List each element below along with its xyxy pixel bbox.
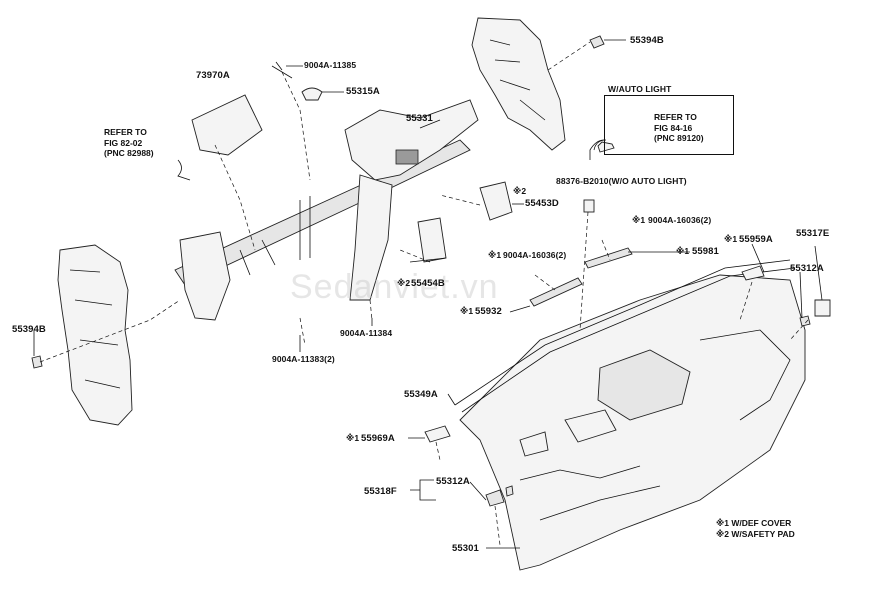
part-label-55969a: 55969A xyxy=(361,433,395,444)
part-label-55981: 55981 xyxy=(692,246,719,257)
mark-1-16036-left: ※1 xyxy=(488,250,502,260)
refer-fig-84-16: REFER TO FIG 84-16 (PNC 89120) xyxy=(654,112,704,143)
footnote-def-cover: ※1 W/DEF COVER xyxy=(716,518,792,528)
part-label-9004a-11385: 9004A-11385 xyxy=(304,60,357,70)
mark-1-55981: ※1 xyxy=(676,246,690,256)
part-label-9004a-16036-right: 9004A-16036(2) xyxy=(648,215,712,225)
part-label-55454b: 55454B xyxy=(411,278,445,289)
watermark: Sedanviet.vn xyxy=(290,268,499,306)
mark-1-55959a: ※1 xyxy=(724,234,738,244)
mark-2-55454b: ※2 xyxy=(397,278,411,288)
mark-1-55969a: ※1 xyxy=(346,433,360,443)
mark-1-16036-right: ※1 xyxy=(632,215,646,225)
part-label-55312a-right: 55312A xyxy=(790,263,824,274)
part-label-55315a: 55315A xyxy=(346,86,380,97)
part-label-55349a: 55349A xyxy=(404,389,438,400)
part-label-55301: 55301 xyxy=(452,543,479,554)
footnotes: ※1 W/DEF COVER ※2 W/SAFETY PAD xyxy=(716,518,795,540)
footnote-safety-pad: ※2 W/SAFETY PAD xyxy=(716,529,795,539)
part-label-55394b-top: 55394B xyxy=(630,35,664,46)
auto-light-box xyxy=(604,95,734,155)
part-label-9004a-11384: 9004A-11384 xyxy=(340,328,393,338)
refer-fig-82-02: REFER TO FIG 82-02 (PNC 82988) xyxy=(104,127,154,158)
part-label-9004a-11383: 9004A-11383(2) xyxy=(272,354,335,364)
part-label-55453d: 55453D xyxy=(525,198,559,209)
mark-2-55453d: ※2 xyxy=(513,186,527,196)
part-label-9004a-16036-left: 9004A-16036(2) xyxy=(503,250,567,260)
auto-light-title: W/AUTO LIGHT xyxy=(608,84,672,94)
part-label-55959a: 55959A xyxy=(739,234,773,245)
part-label-55932: 55932 xyxy=(475,306,502,317)
part-label-55317e: 55317E xyxy=(796,228,830,239)
part-label-55312a-bottom: 55312A xyxy=(436,476,470,487)
part-label-73970a: 73970A xyxy=(196,70,230,81)
part-label-55394b-left: 55394B xyxy=(12,324,46,335)
mark-1-55932: ※1 xyxy=(460,306,474,316)
part-label-55318f: 55318F xyxy=(364,486,397,497)
part-label-55331: 55331 xyxy=(406,113,433,124)
part-label-88376: 88376-B2010(W/O AUTO LIGHT) xyxy=(556,176,687,186)
